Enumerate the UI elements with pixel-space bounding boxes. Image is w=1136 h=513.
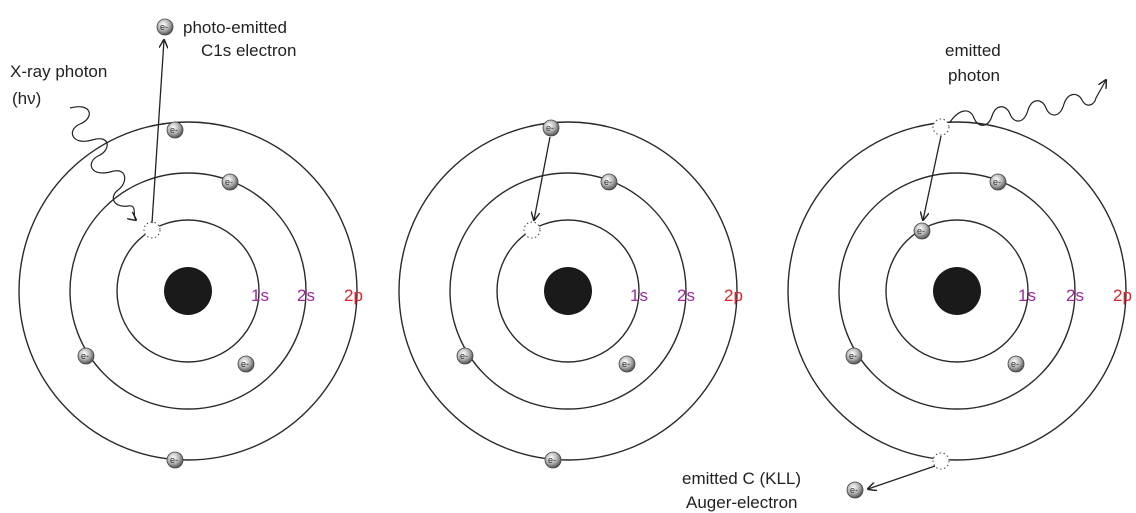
shell-label-2p: 2p [724,286,743,305]
svg-text:e-: e- [849,351,857,361]
svg-text:e-: e- [917,226,925,236]
svg-text:e-: e- [850,485,858,495]
svg-text:e-: e- [993,177,1001,187]
incoming-photon-wave [69,106,136,220]
photoelectron-label: photo-emitted [183,18,287,37]
relaxation-arrow [923,135,942,220]
svg-text:e-: e- [1011,359,1019,369]
panel-emission: 1s 2s 2p e- e- e- e- e- emitted photon e… [682,41,1132,512]
electron: e- [600,173,618,191]
svg-text:e-: e- [546,123,554,133]
panel-photoemission: 1s 2s 2p e- e- e- e- e- e- X-ray photon … [10,18,363,469]
electron: e- [166,121,184,139]
electron: e- [166,451,184,469]
electron: e- [1007,355,1025,373]
orbit-2p [787,121,1127,461]
vacancy [932,118,950,136]
orbit-1s [885,219,1029,363]
shell-label-2s: 2s [1066,286,1084,305]
emitted-photon-label: emitted [945,41,1001,60]
panel-relaxation: 1s 2s 2p e- e- e- e- e- [398,119,743,469]
shell-label-1s: 1s [1018,286,1036,305]
orbit-2p [398,121,738,461]
auger-electron: e- [846,481,864,499]
electron: e- [542,119,560,137]
electron: e- [237,355,255,373]
emitted-photon-label-2: photon [948,66,1000,85]
photoelectron-label-2: C1s electron [201,41,296,60]
orbit-2s [449,172,687,410]
svg-text:e-: e- [604,177,612,187]
emitted-photon-wave [949,80,1106,126]
nucleus [164,267,212,315]
orbit-2p [18,121,358,461]
shell-label-2s: 2s [677,286,695,305]
svg-text:e-: e- [241,359,249,369]
photoelectron-arrow [151,40,164,224]
xray-photon-hv-label: (hν) [12,89,41,108]
svg-text:e-: e- [170,125,178,135]
electron: e- [845,347,863,365]
shell-label-2p: 2p [344,286,363,305]
electron: e- [989,173,1007,191]
electron: e- [618,355,636,373]
shell-label-1s: 1s [630,286,648,305]
nucleus [544,267,592,315]
auger-label-2: Auger-electron [686,493,798,512]
electron: e- [544,451,562,469]
shell-label-2s: 2s [297,286,315,305]
nucleus [933,267,981,315]
orbit-1s [496,219,640,363]
electron: e- [456,347,474,365]
auger-arrow [868,465,936,489]
svg-text:e-: e- [160,22,168,32]
svg-text:e-: e- [460,351,468,361]
svg-text:e-: e- [225,177,233,187]
svg-text:e-: e- [170,455,178,465]
svg-text:e-: e- [548,455,556,465]
xray-photon-label: X-ray photon [10,62,107,81]
electron: e- [221,173,239,191]
core-hole [523,221,541,239]
svg-text:e-: e- [622,359,630,369]
shell-label-1s: 1s [251,286,269,305]
orbit-2s [69,172,307,410]
relaxation-arrow [534,136,551,220]
core-hole [143,221,161,239]
orbit-2s [838,172,1076,410]
shell-label-2p: 2p [1113,286,1132,305]
auger-label: emitted C (KLL) [682,469,801,488]
svg-text:e-: e- [81,351,89,361]
electron: e- [913,222,931,240]
orbit-1s [116,219,260,363]
electron: e- [77,347,95,365]
vacancy [932,452,950,470]
photoelectron: e- [156,18,174,36]
